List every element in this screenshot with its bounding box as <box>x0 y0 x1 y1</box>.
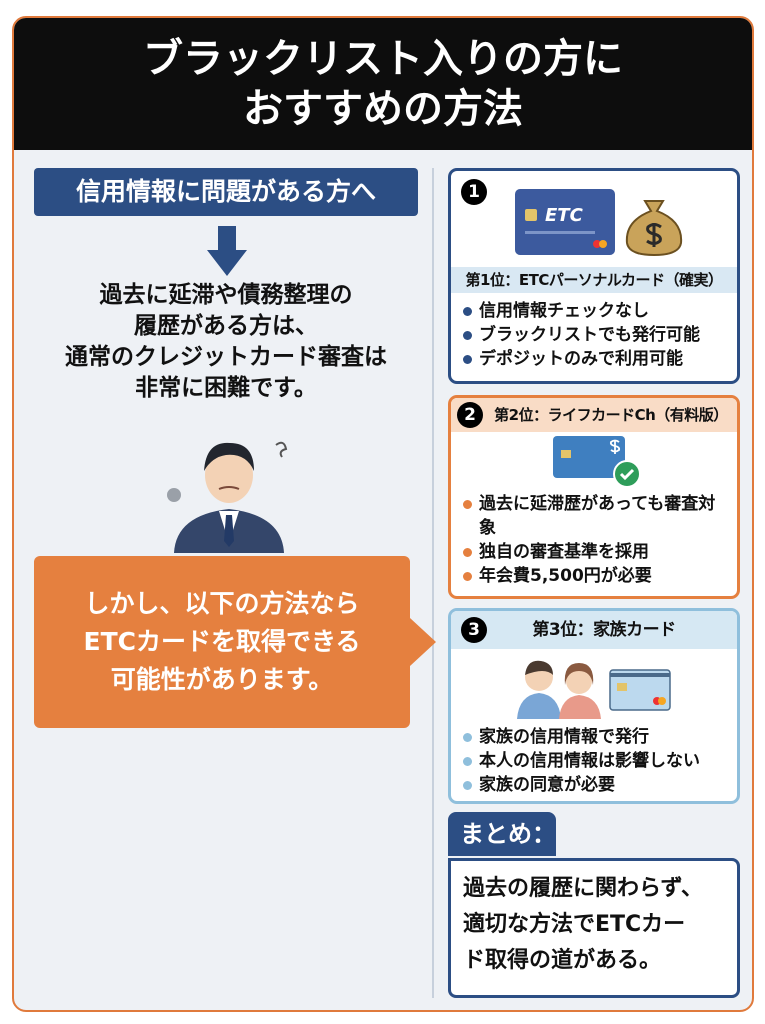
desc-line: 非常に困難です。 <box>135 375 317 401</box>
summary-line: ド取得の道がある。 <box>463 948 662 973</box>
list-item: 過去に延滞歴があっても審査対象 <box>463 492 721 540</box>
rank-2-header <box>451 398 737 432</box>
desc-line: 通常のクレジットカード審査は <box>65 344 387 370</box>
family-icon <box>517 660 601 719</box>
option-1-list: 信用情報チェックなし ブラックリストでも発行可能 デポジットのみで利用可能 <box>451 299 700 371</box>
option-1-card: 1 ETC 第1位：ETCパーソナルカード（確実） 信用情報チェックなし ブラッ… <box>448 168 740 384</box>
title-line-2: おすすめの方法 <box>243 86 523 132</box>
rank-1-title: 第1位：ETCパーソナルカード（確実） <box>451 267 737 293</box>
rank-1-badge: 1 <box>461 179 487 205</box>
list-item: 独自の審査基準を採用 <box>463 540 721 564</box>
money-bag-icon <box>625 200 683 257</box>
etc-card-icon: ETC <box>515 189 615 255</box>
infographic: ブラックリスト入りの方に おすすめの方法 信用情報に問題がある方へ 過去に延滞や… <box>12 16 754 1012</box>
callout-box: しかし、以下の方法なら ETCカードを取得できる 可能性があります。 <box>34 556 410 728</box>
rank-2-title: 第2位：ライフカードCh（有料版） <box>494 406 728 424</box>
option-2-card: 2 第2位：ライフカードCh（有料版） 過去に延滞歴があっても審査対象 独自の審… <box>448 395 740 599</box>
problem-description: 過去に延滞や債務整理の 履歴がある方は、 通常のクレジットカード審査は 非常に困… <box>34 280 418 404</box>
callout-line: 可能性があります。 <box>110 665 334 694</box>
list-item: 信用情報チェックなし <box>463 299 700 323</box>
approved-card-icon <box>553 436 641 488</box>
column-divider <box>432 168 434 998</box>
down-arrow-icon <box>207 226 247 276</box>
desc-line: 過去に延滞や債務整理の <box>99 282 353 308</box>
summary-box: 過去の履歴に関わらず、 適切な方法でETCカー ド取得の道がある。 <box>448 858 740 998</box>
list-item: 年会費5,500円が必要 <box>463 564 721 588</box>
summary-label: まとめ： <box>448 812 556 856</box>
rank-2-badge: 2 <box>457 402 483 428</box>
title: ブラックリスト入りの方に おすすめの方法 <box>14 18 752 150</box>
list-item: ブラックリストでも発行可能 <box>463 323 700 347</box>
list-item: 家族の信用情報で発行 <box>463 725 700 749</box>
worried-businessman-icon <box>167 441 288 553</box>
list-item: 家族の同意が必要 <box>463 773 700 797</box>
target-audience-label: 信用情報に問題がある方へ <box>34 168 418 216</box>
option-3-list: 家族の信用情報で発行 本人の信用情報は影響しない 家族の同意が必要 <box>451 725 700 797</box>
rank-3-header <box>451 611 737 649</box>
family-card-icon <box>609 669 671 711</box>
etc-card-label: ETC <box>545 205 584 226</box>
callout-line: ETCカードを取得できる <box>83 627 361 656</box>
desc-line: 履歴がある方は、 <box>134 313 318 339</box>
rank-3-title: 第3位：家族カード <box>532 620 676 640</box>
callout-line: しかし、以下の方法なら <box>84 589 360 618</box>
list-item: 本人の信用情報は影響しない <box>463 749 700 773</box>
title-line-1: ブラックリスト入りの方に <box>143 36 623 82</box>
summary-line: 過去の履歴に関わらず、 <box>463 876 704 901</box>
rank-3-badge: 3 <box>461 617 487 643</box>
option-2-list: 過去に延滞歴があっても審査対象 独自の審査基準を採用 年会費5,500円が必要 <box>451 492 721 588</box>
list-item: デポジットのみで利用可能 <box>463 347 700 371</box>
option-3-card: 3 第3位：家族カード 家族の信用情報で発行 本人の信用情報は影響しない 家族の… <box>448 608 740 804</box>
summary-line: 適切な方法でETCカー <box>463 912 686 937</box>
callout-arrow-icon <box>410 618 436 666</box>
